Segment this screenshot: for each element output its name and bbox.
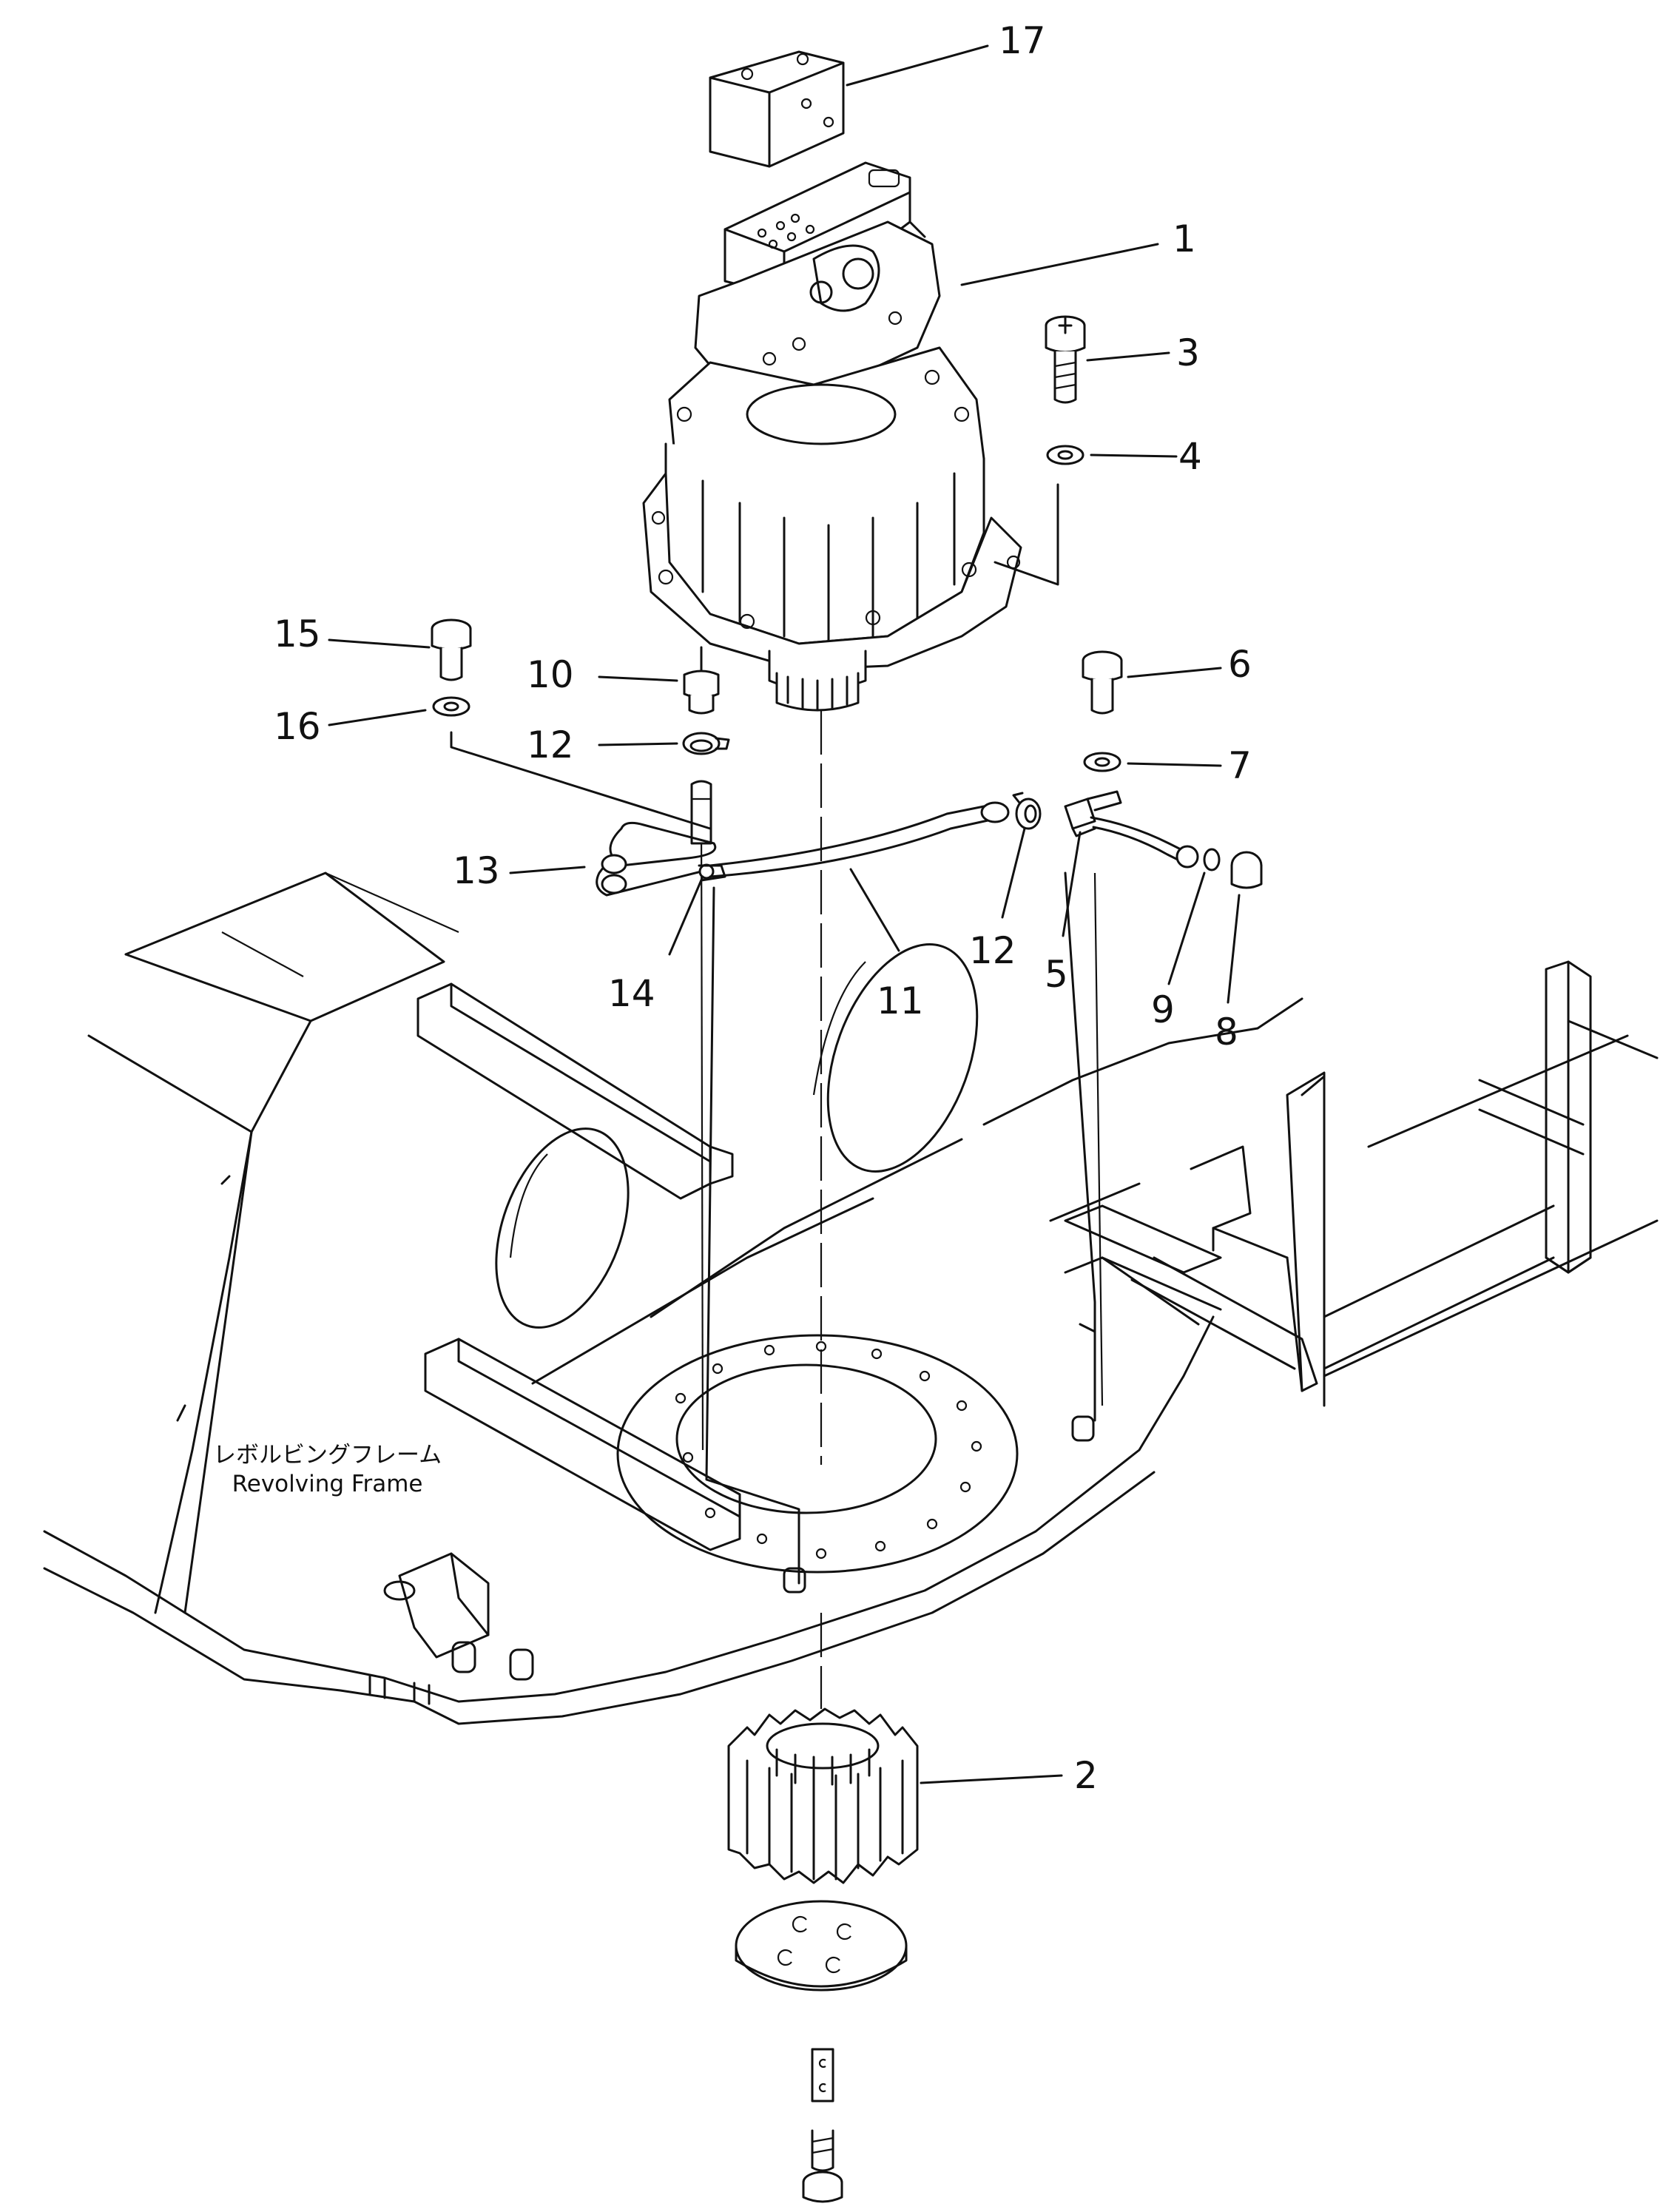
callout-14: 14	[608, 972, 655, 1015]
revolving-frame-label: レボルビングフレーム Revolving Frame	[213, 1441, 442, 1499]
part-6-bolt	[1082, 650, 1123, 715]
callout-13: 13	[453, 849, 500, 892]
part-11-hose	[450, 731, 1010, 878]
retaining-plate	[735, 1900, 908, 1992]
callout-10: 10	[527, 653, 574, 696]
callout-17: 17	[999, 19, 1046, 62]
part-4-washer	[1046, 445, 1085, 465]
part-9-o-ring	[1203, 848, 1221, 871]
part-7-washer	[1083, 752, 1121, 772]
callout-16: 16	[274, 705, 321, 748]
part-15-bolt	[431, 618, 472, 681]
part-10-fitting	[683, 646, 720, 715]
callout-1: 1	[1173, 218, 1196, 260]
lock-plate	[811, 2048, 834, 2103]
drain-hose-vertical	[690, 780, 712, 845]
callout-7: 7	[1228, 744, 1252, 787]
callout-9: 9	[1151, 988, 1175, 1031]
part-12-clamp-upper	[682, 732, 730, 755]
part-17-block	[709, 50, 845, 168]
part-16-washer	[432, 696, 470, 717]
revolving-frame-label-english: Revolving Frame	[232, 1470, 423, 1497]
revolving-frame-label-japanese: レボルビングフレーム	[213, 1442, 442, 1469]
part-5-connector	[1064, 790, 1199, 869]
part-8-plug	[1230, 851, 1263, 889]
part-2-pinion	[727, 1707, 919, 1884]
callout-12-upper: 12	[527, 724, 574, 766]
callout-3: 3	[1176, 331, 1200, 374]
revolving-frame	[43, 871, 1659, 1725]
bottom-bolt	[802, 2129, 843, 2203]
center-line	[700, 710, 1104, 1709]
callout-8: 8	[1215, 1011, 1238, 1053]
leader-lines	[328, 44, 1241, 1784]
part-3-bolt	[1045, 315, 1086, 404]
callout-15: 15	[274, 613, 321, 655]
callout-11: 11	[877, 979, 924, 1022]
part-13-hose-loop	[596, 821, 717, 897]
callout-6: 6	[1228, 643, 1252, 686]
part-12-clamp-lower	[1012, 792, 1042, 830]
callout-2: 2	[1074, 1754, 1098, 1797]
part-1-swing-motor	[642, 161, 1059, 712]
callout-12-lower: 12	[969, 929, 1016, 972]
callout-5: 5	[1045, 953, 1068, 996]
callout-4: 4	[1178, 435, 1202, 478]
